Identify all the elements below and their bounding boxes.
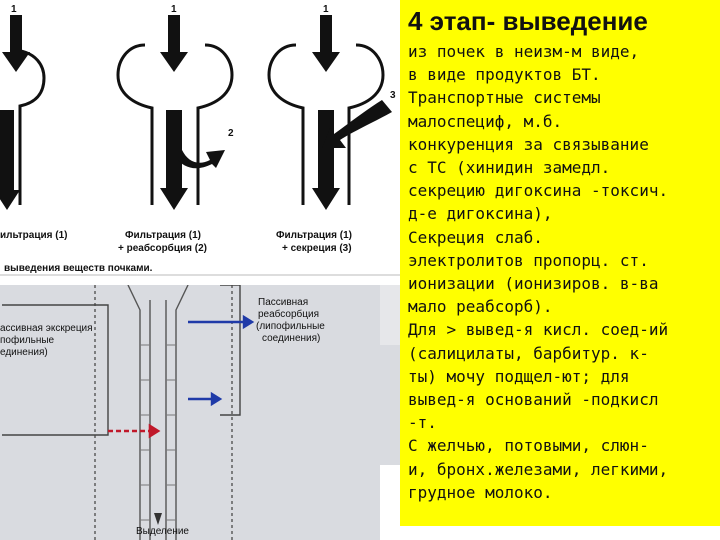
body-line: грудное молоко. <box>408 481 716 504</box>
label-reabsorption: реабсорбция <box>258 309 319 320</box>
body-line: С желчью, потовыми, слюн- <box>408 434 716 457</box>
number-label: 1 <box>11 4 17 15</box>
body-line: Для > вывед-я кисл. соед-ий <box>408 318 716 341</box>
caption-filtration: ильтрация (1) <box>0 230 67 241</box>
body-line: (салицилаты, барбитур. к- <box>408 342 716 365</box>
body-line: из почек в неизм-м виде, <box>408 40 716 63</box>
reabsorption-arrow <box>176 150 225 168</box>
label-compounds-right: соединения) <box>262 333 320 344</box>
number-label: 2 <box>228 128 234 139</box>
number-label: 3 <box>390 90 396 101</box>
number-label: 1 <box>323 4 329 15</box>
slide-title: 4 этап- выведение <box>408 6 718 37</box>
body-line: электролитов пропорц. ст. <box>408 249 716 272</box>
label-excretion: Выделение <box>136 526 189 537</box>
body-line: малоспециф, м.б. <box>408 110 716 133</box>
figure-caption: выведения веществ почками. <box>4 263 152 274</box>
body-line: -т. <box>408 411 716 434</box>
body-line: вывед-я оснований -подкисл <box>408 388 716 411</box>
label-compounds: единения) <box>0 347 48 358</box>
flow-arrow-3 <box>312 110 340 210</box>
body-line: Секреция слаб. <box>408 226 716 249</box>
body-line: ионизации (ионизиров. в-ва <box>408 272 716 295</box>
body-line: секрецию дигоксина -токсич. <box>408 179 716 202</box>
filtration-arrow-2 <box>160 15 188 72</box>
body-line: ты) мочу подщел-ют; для <box>408 365 716 388</box>
caption-secretion: + секреция (3) <box>282 243 352 254</box>
body-line: мало реабсорб). <box>408 295 716 318</box>
flow-arrow-1 <box>0 110 20 210</box>
caption-filtration-2: Фильтрация (1) <box>125 230 201 241</box>
number-label: 1 <box>171 4 177 15</box>
glomerulus-3 <box>269 45 303 205</box>
nephron-diagram-top: 1 1 1 2 3 ильтрация (1) Фильтрация (1) +… <box>0 0 400 285</box>
body-line: конкуренция за связывание <box>408 133 716 156</box>
label-lipophilic-right: (липофильные <box>256 321 325 332</box>
label-lipophilic: пофильные <box>0 335 54 346</box>
body-line: в виде продуктов БТ. <box>408 63 716 86</box>
caption-reabsorption: + реабсорбция (2) <box>118 243 207 254</box>
body-line: д-е дигоксина), <box>408 202 716 225</box>
body-line: с ТС (хинидин замедл. <box>408 156 716 179</box>
caption-filtration-3: Фильтрация (1) <box>276 230 352 241</box>
glomerulus-2 <box>118 45 152 205</box>
body-line: Транспортные системы <box>408 86 716 109</box>
label-passive: Пассивная <box>258 297 308 308</box>
glomerulus-1 <box>10 50 44 205</box>
body-line: и, бронх.железами, легкими, <box>408 458 716 481</box>
slide-body: из почек в неизм-м виде, в виде продукто… <box>408 40 716 504</box>
outflow-arrow <box>154 513 162 525</box>
tubule-diagram-bottom: ассивная экскреция пофильные единения) П… <box>0 285 400 540</box>
filtration-arrow-3 <box>312 15 340 72</box>
filtration-arrow-1 <box>2 15 30 72</box>
label-passive-excretion: ассивная экскреция <box>0 323 93 334</box>
